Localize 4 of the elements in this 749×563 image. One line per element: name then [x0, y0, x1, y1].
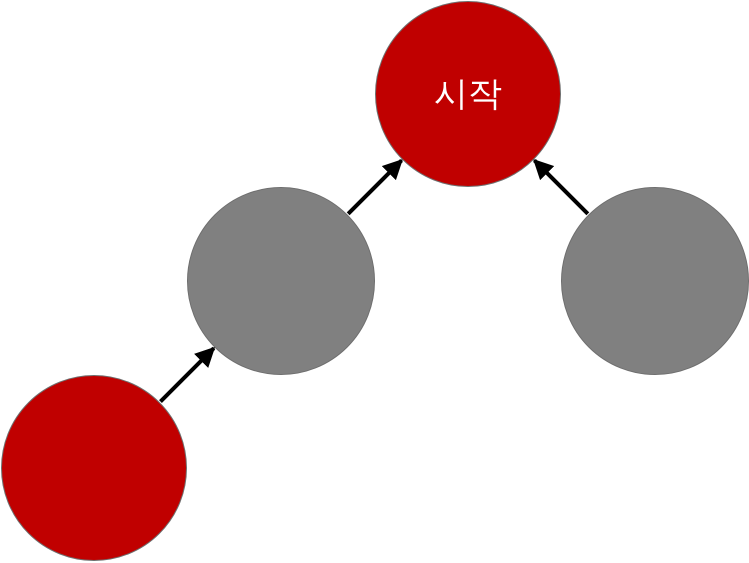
arrow — [533, 159, 590, 216]
arrow — [346, 159, 403, 216]
node-label: 시작 — [434, 73, 502, 116]
arrow — [159, 346, 216, 403]
